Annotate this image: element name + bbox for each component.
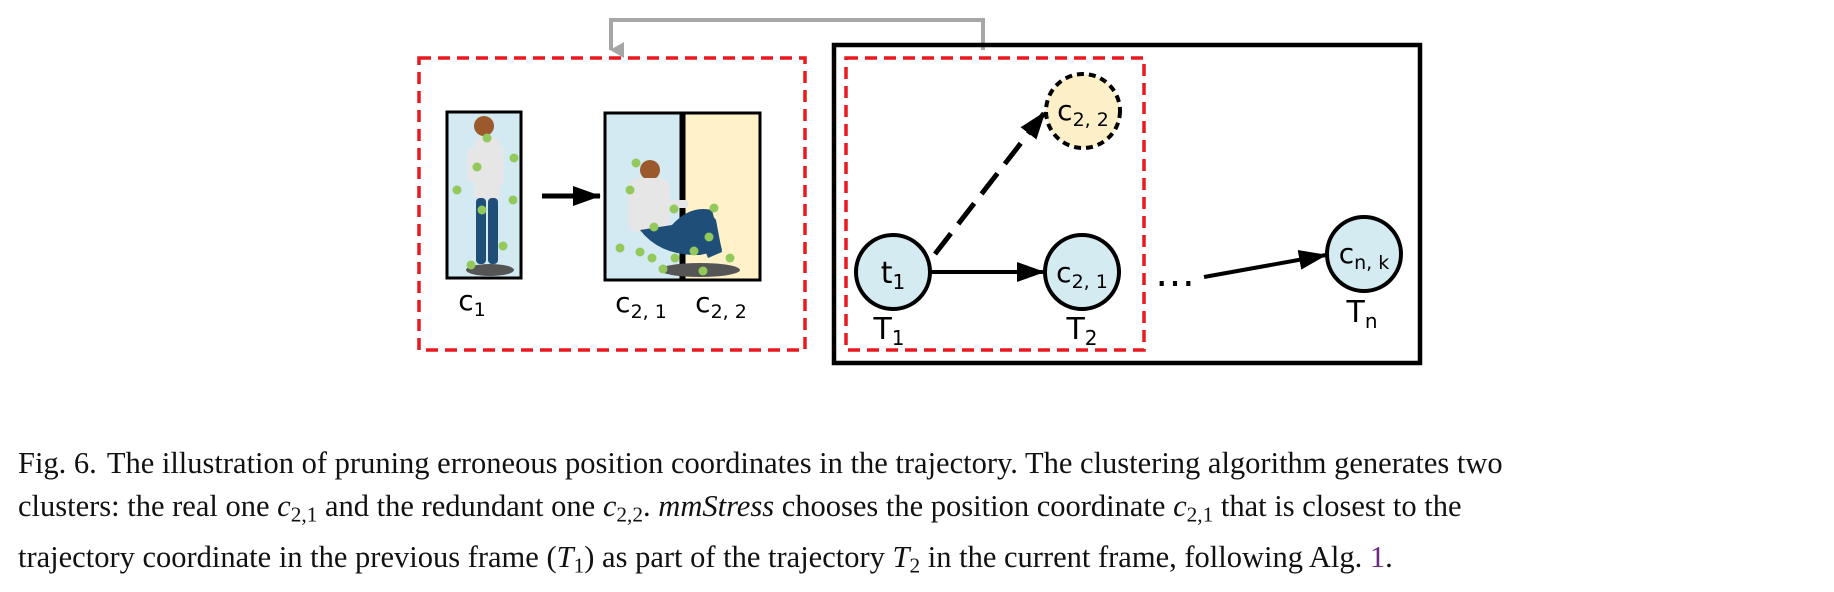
caption-text-2end: that is closest to the — [1213, 489, 1462, 523]
math-sub-21: 2,1 — [290, 502, 318, 527]
arrow-to-cnk — [1203, 249, 1327, 279]
caption-text-3c: in the current frame, following Alg. — [920, 540, 1370, 575]
label-Tn: Tn — [1345, 295, 1377, 333]
caption-line-1: Fig. 6. The illustration of pruning erron… — [18, 442, 1818, 485]
caption-line-3: trajectory coordinate in the previous fr… — [18, 536, 1818, 587]
left-dashed-box — [417, 56, 807, 352]
right-dashed-box — [844, 56, 1146, 352]
figure-label: Fig. 6. — [18, 446, 97, 480]
caption-text-3end: . — [1385, 540, 1393, 575]
system-name: mmStress — [658, 489, 775, 523]
math-sub-T2: 2 — [909, 553, 921, 578]
caption-text-2a: clusters: the real one — [18, 489, 278, 523]
dashed-arrow-to-c22 — [933, 110, 1047, 256]
node-c22-label: c2, 2 — [1057, 94, 1109, 131]
math-sub-T1: 1 — [573, 553, 585, 578]
label-T1: T1 — [872, 312, 904, 350]
sitting-person-icon — [628, 160, 740, 277]
figure-diagram: c1 c2, 1 c2, 2 t1 c2, 1 c2, 2 … — [417, 18, 1423, 366]
caption-text-3b: ) as part of the trajectory — [584, 540, 893, 575]
label-c22: c2, 2 — [695, 286, 747, 323]
label-T2: T2 — [1065, 312, 1097, 350]
right-trajectory-box — [831, 42, 1423, 366]
node-c22 — [1044, 72, 1122, 150]
figure-caption: Fig. 6. The illustration of pruning erron… — [18, 442, 1818, 588]
math-c: c — [602, 489, 617, 523]
caption-text-2b: and the redundant one — [317, 489, 603, 523]
math-c: c — [277, 489, 291, 523]
node-c21 — [1043, 233, 1121, 311]
feedback-arrow — [609, 18, 985, 58]
c2-points — [615, 158, 735, 276]
caption-text-3a: trajectory coordinate in the previous fr… — [18, 540, 557, 575]
ellipsis: … — [1155, 250, 1195, 296]
node-cnk-label: cn, k — [1339, 237, 1390, 274]
standing-person-icon — [466, 116, 514, 276]
label-c21: c2, 1 — [615, 286, 667, 323]
math-sub-22: 2,2 — [616, 502, 644, 527]
node-t1 — [854, 233, 932, 311]
algorithm-link[interactable]: 1 — [1369, 540, 1386, 575]
label-c1: c1 — [458, 284, 486, 321]
math-T: T — [556, 540, 574, 575]
node-t1-label: t1 — [881, 256, 906, 294]
node-c21-label: c2, 1 — [1056, 256, 1108, 293]
caption-text-1: The illustration of pruning erroneous po… — [106, 446, 1503, 480]
caption-text-2dot: . — [643, 489, 659, 523]
math-c: c — [1173, 489, 1187, 523]
caption-text-2c: chooses the position coordinate — [774, 489, 1174, 523]
node-cnk — [1325, 215, 1403, 293]
panel-c1 — [445, 110, 523, 280]
c1-points — [452, 133, 519, 270]
math-T: T — [892, 540, 910, 575]
caption-line-2: clusters: the real one c2,1 and the redu… — [18, 485, 1818, 536]
math-sub-21b: 2,1 — [1186, 502, 1214, 527]
